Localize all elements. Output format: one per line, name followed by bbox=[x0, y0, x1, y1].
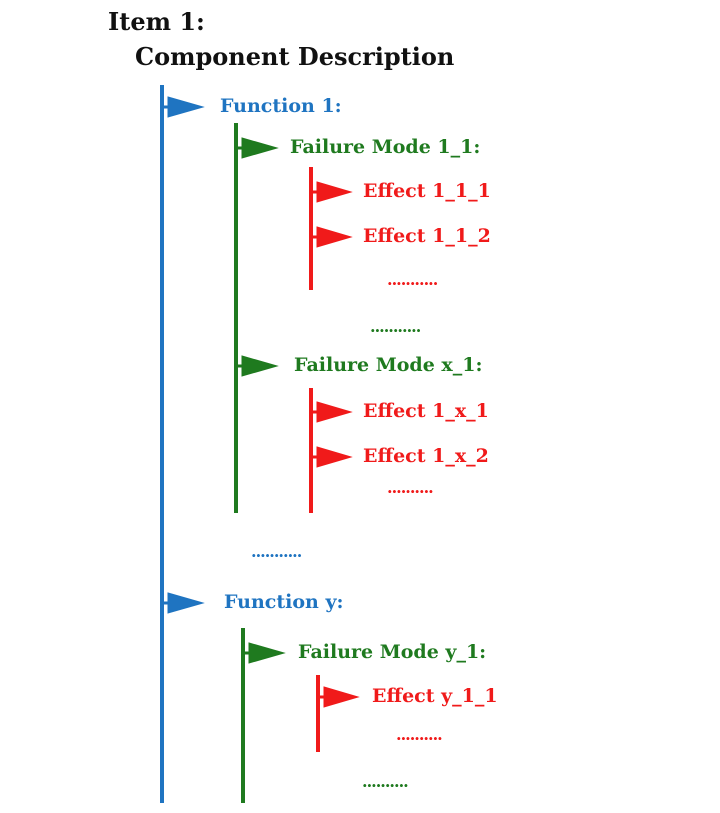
failure-mode-1-1-arrow-icon bbox=[236, 137, 279, 159]
function-1-arrow-icon bbox=[162, 96, 205, 118]
effect-1-x-1-label: Effect 1_x_1 bbox=[363, 400, 489, 422]
component-description: Component Description bbox=[135, 42, 455, 71]
more-effects-ellipsis: .......... bbox=[396, 725, 443, 744]
more-effects-ellipsis: .......... bbox=[387, 478, 434, 497]
function-y-label: Function y: bbox=[224, 591, 344, 613]
more-functions-ellipsis: ........... bbox=[251, 542, 302, 561]
failure-mode-x-1-arrow-icon bbox=[236, 355, 279, 377]
effect-1-x-2-arrow-icon bbox=[311, 446, 353, 468]
function-1-label: Function 1: bbox=[220, 95, 342, 117]
failure-mode-x-1-label: Failure Mode x_1: bbox=[294, 354, 483, 376]
effect-y-1-1-label: Effect y_1_1 bbox=[372, 685, 498, 707]
effect-1-1-2-label: Effect 1_1_2 bbox=[363, 225, 491, 247]
effect-1-x-1-arrow-icon bbox=[311, 401, 353, 423]
effect-1-1-2-arrow-icon bbox=[311, 226, 353, 248]
effect-y-1-1-arrow-icon bbox=[318, 686, 360, 708]
failure-mode-1-1-label: Failure Mode 1_1: bbox=[290, 136, 481, 158]
more-effects-ellipsis: ........... bbox=[387, 270, 438, 289]
item-title: Item 1: bbox=[108, 7, 205, 36]
more-failure-modes-ellipsis: .......... bbox=[362, 772, 409, 791]
effect-1-1-1-label: Effect 1_1_1 bbox=[363, 180, 491, 202]
effect-1-1-1-arrow-icon bbox=[311, 181, 353, 203]
failure-mode-y-1-arrow-icon bbox=[243, 642, 286, 664]
failure-mode-y-1-label: Failure Mode y_1: bbox=[298, 641, 487, 663]
function-y-arrow-icon bbox=[162, 592, 205, 614]
more-failure-modes-ellipsis: ........... bbox=[370, 317, 421, 336]
effect-1-x-2-label: Effect 1_x_2 bbox=[363, 445, 489, 467]
